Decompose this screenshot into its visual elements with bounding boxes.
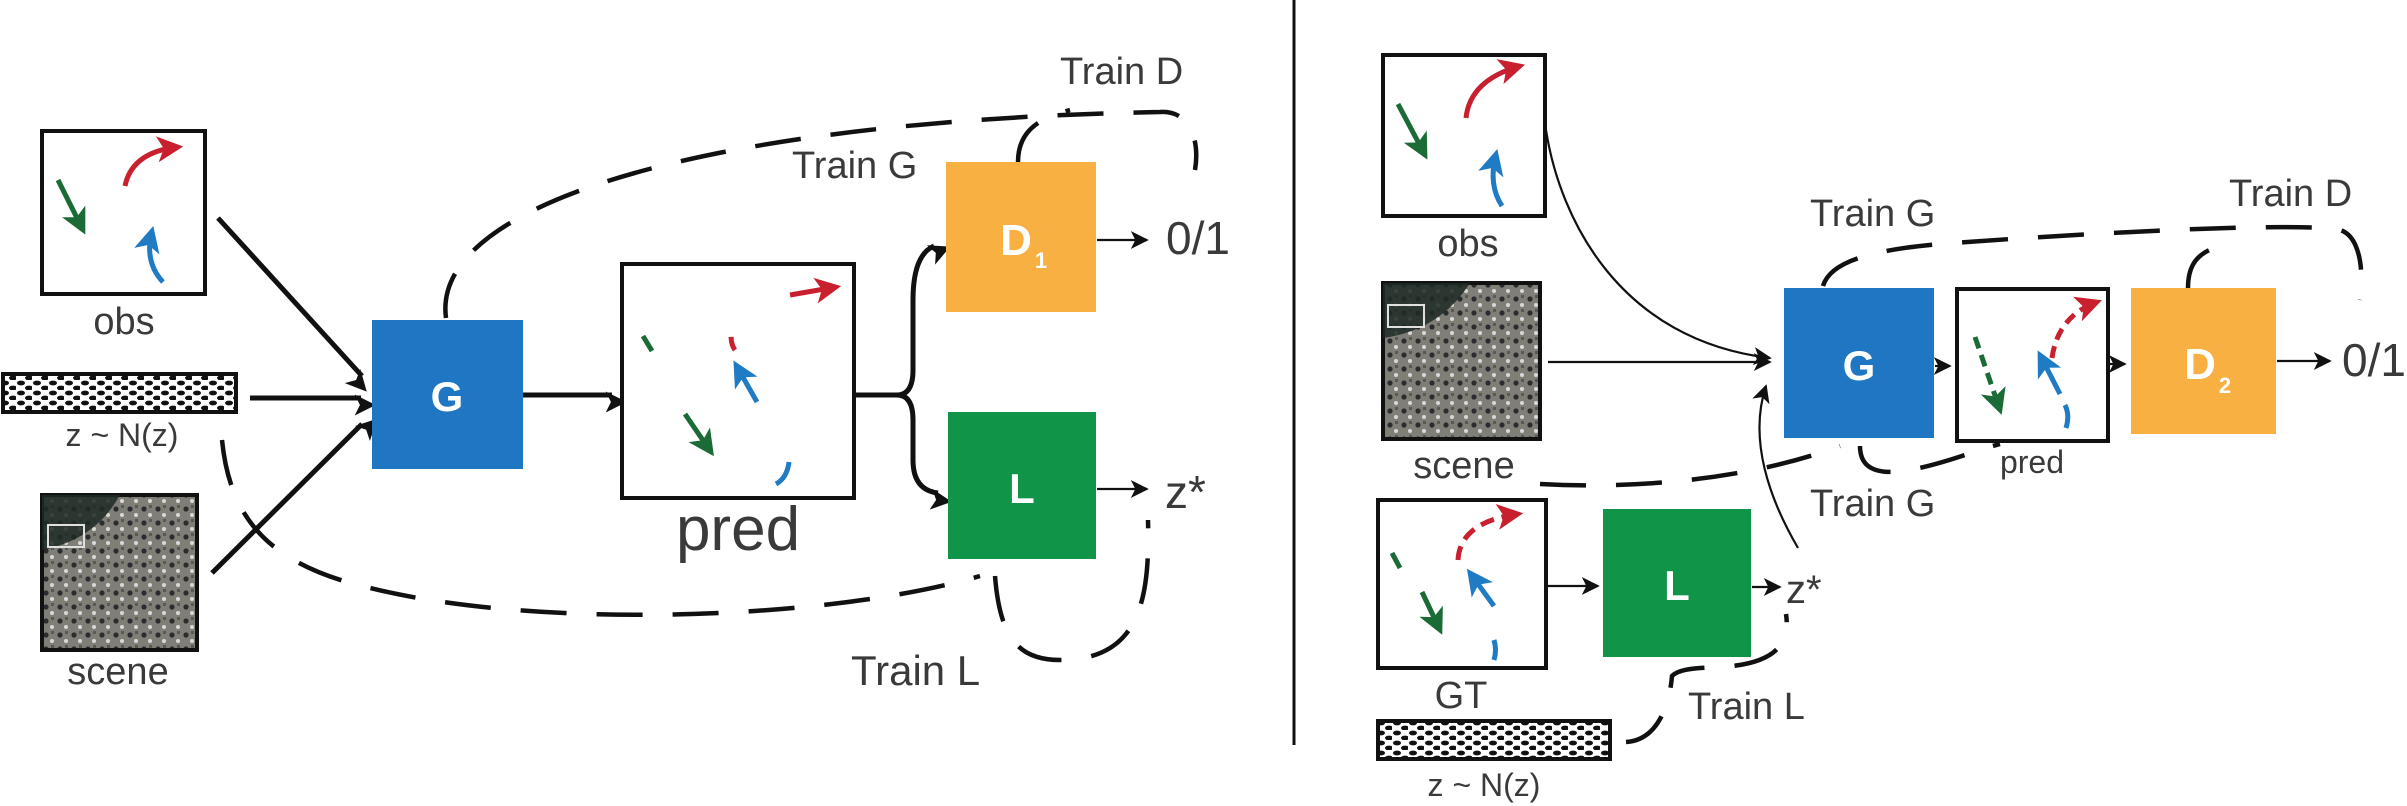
- right-latent-label: L: [1664, 562, 1690, 609]
- right-latent-output: z*: [1786, 568, 1822, 612]
- left-train-d-label: Train D: [1060, 51, 1183, 93]
- right-disc-output: 0/1: [2342, 334, 2406, 386]
- right-train-d-label: Train D: [2229, 173, 2352, 215]
- right-generator-label: G: [1843, 342, 1876, 389]
- left-train-l-loop: [219, 439, 981, 618]
- left-noise-vector: [1, 372, 238, 414]
- right-pred-label: pred: [2000, 444, 2064, 480]
- blue-trajectory-arrow-icon-right: [1478, 148, 1505, 208]
- left-scene-label: scene: [67, 651, 168, 693]
- right-gt-label: GT: [1435, 675, 1488, 717]
- left-discriminator-subscript: 1: [1035, 248, 1047, 273]
- left-latent-output: z*: [1165, 466, 1206, 518]
- red-trajectory-arrow-icon: [122, 136, 184, 187]
- right-panel: obs scene GT z ~ N(z) G: [1376, 53, 2406, 803]
- left-discriminator-label: D: [1000, 216, 1032, 265]
- right-train-g-bottom-loop-2: [1857, 441, 2001, 475]
- left-disc-output: 0/1: [1166, 212, 1230, 264]
- left-latent-label: L: [1009, 465, 1035, 512]
- right-train-g-top-label: Train G: [1810, 193, 1935, 235]
- green-trajectory-arrow-icon-right: [1395, 102, 1428, 160]
- right-gt-thumbnail: [1376, 498, 1548, 670]
- right-scene-label: scene: [1413, 445, 1514, 487]
- right-train-l-label: Train L: [1688, 686, 1805, 728]
- left-latent-box: L: [948, 412, 1096, 559]
- blue-trajectory-arrow-icon: [134, 225, 165, 284]
- right-noise-vector: [1376, 719, 1612, 761]
- red-gt-arrow-icon: [1455, 503, 1524, 561]
- arrow-pred-to-l: [896, 392, 952, 510]
- arrow-obs-to-g: [216, 216, 367, 392]
- right-train-g-bottom-loop: [1539, 443, 1841, 488]
- right-obs-label: obs: [1437, 223, 1498, 265]
- green-trajectory-arrow-icon: [55, 178, 86, 235]
- blue-prediction-arrow-icon: [733, 360, 760, 404]
- left-obs-label: obs: [93, 301, 154, 343]
- left-train-l-label: Train L: [851, 647, 980, 694]
- right-train-g-bottom-label: Train G: [1810, 483, 1935, 525]
- arrow-right-zstar-to-g: [1752, 384, 1799, 549]
- left-train-d-loop: [1015, 107, 1071, 163]
- red-trajectory-arrow-icon-right: [1463, 59, 1526, 119]
- green-right-pred-arrow-icon: [1972, 336, 2006, 415]
- arrow-scene-to-g: [210, 418, 378, 575]
- right-latent-box: L: [1603, 509, 1751, 657]
- right-scene-thumbnail: [1381, 281, 1542, 441]
- left-pred-thumbnail: [620, 262, 856, 500]
- left-train-l-loop-right: [992, 519, 1151, 663]
- right-generator-box: G: [1784, 288, 1934, 438]
- red-prediction-arrow-icon: [789, 277, 842, 304]
- left-obs-thumbnail: [40, 129, 207, 296]
- left-generator-label: G: [431, 373, 464, 420]
- green-gt-arrow-icon: [1419, 590, 1443, 635]
- right-train-l-loop: [1625, 613, 1789, 745]
- left-train-g-loop: [443, 109, 1199, 319]
- right-discriminator-label: D: [2184, 340, 2216, 389]
- left-scene-thumbnail: [40, 493, 199, 652]
- right-train-g-top-loop: [1820, 224, 2364, 301]
- left-pred-label: pred: [676, 495, 800, 564]
- blue-right-pred-arrow-icon: [2037, 350, 2063, 396]
- left-panel: obs z ~ N(z) scene G: [1, 51, 1230, 694]
- right-discriminator-box: D 2: [2131, 288, 2276, 434]
- right-noise-label: z ~ N(z): [1428, 767, 1541, 803]
- blue-gt-arrow-icon: [1466, 568, 1497, 608]
- right-train-d-loop: [2185, 243, 2221, 289]
- left-train-g-label: Train G: [792, 145, 917, 187]
- left-generator-box: G: [372, 320, 523, 469]
- right-obs-thumbnail: [1381, 53, 1547, 218]
- arrow-pred-to-d1: [854, 243, 951, 398]
- right-pred-thumbnail: [1955, 287, 2110, 443]
- left-noise-label: z ~ N(z): [66, 417, 179, 453]
- right-discriminator-subscript: 2: [2219, 373, 2231, 398]
- left-discriminator-box: D 1: [946, 162, 1096, 312]
- arrow-right-obs-to-g: [1544, 129, 1772, 365]
- green-prediction-arrow-icon: [682, 412, 714, 457]
